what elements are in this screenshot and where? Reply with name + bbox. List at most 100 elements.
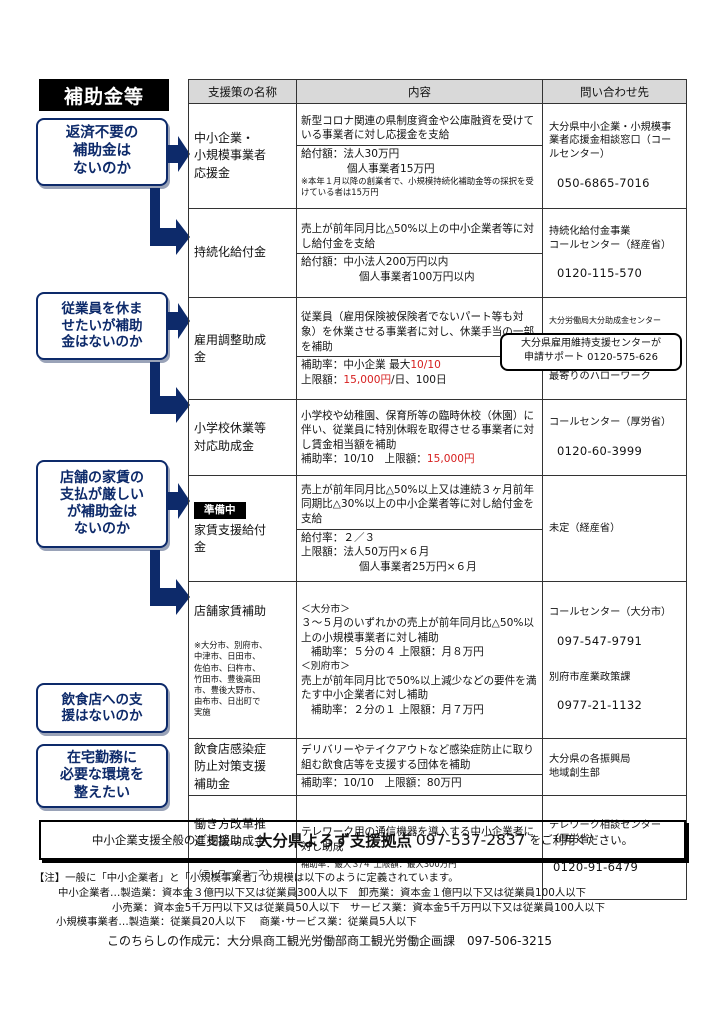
arrow-right-icon <box>168 136 190 172</box>
content-main: 売上が前年同月比△50%以上の中小企業者等に対し給付金を支給 <box>301 222 534 250</box>
note-line: 中小企業者…製造業：資本金３億円以下又は従業員300人以下 卸売業：資本金１億円… <box>58 886 587 899</box>
rate-line: 補助率：中小企業 最大10/10 <box>301 358 538 373</box>
content-rate: 補助率：中小企業 最大10/10 上限額：15,000円/日、100日 <box>297 356 542 387</box>
contact-phone: 0120-115-570 <box>557 266 643 281</box>
subsidy-name: 雇用調整助成 金 <box>188 297 297 401</box>
definition-notes: 【注】一般に「中小企業者」と「小規模事業者」の規模は以下のように定義されています… <box>34 871 694 930</box>
rate-line: 個人事業者100万円以内 <box>359 270 475 283</box>
limit-label: 上限額： <box>301 373 344 386</box>
content-rate: 給付額：中小法人200万円以内 個人事業者100万円以内 <box>297 253 542 284</box>
subsidy-name-text: 店舗家賃補助 <box>194 604 267 619</box>
arrow-bend-icon <box>150 362 190 423</box>
contact-org: 別府市産業政策課 <box>549 671 631 683</box>
content-main: 売上が前年同月比で50%以上減少などの要件を満たす中小企業者に対し補助 <box>301 674 537 702</box>
city-tag: ＜大分市＞ <box>301 603 350 615</box>
status-badge: 準備中 <box>194 501 246 519</box>
arrow-bend-icon <box>150 550 190 615</box>
content-main: デリバリーやテイクアウトなど感染症防止に取り組む飲食店等を支援する団体を補助 <box>301 744 534 771</box>
subsidy-name: 準備中 家賃支援給付 金 <box>188 475 297 583</box>
question-box-rent: 店舗の家賃の 支払が厳しい が補助金は ないのか <box>36 460 168 548</box>
subsidy-contact: 持続化給付金事業 コールセンター（経産省） 0120-115-570 <box>542 207 687 299</box>
subsidy-content: テレワーク用の通信機器を導入する中小企業者に対し助成 補助率：最大３/４ 上限額… <box>296 795 543 900</box>
subsidy-contact: テレワーク相談センター （厚労省） 0120-91-6479 <box>542 795 687 900</box>
contact-phone: 0977-21-1132 <box>557 698 643 713</box>
question-box-restaurant: 飲食店への支 援はないのか <box>36 683 168 733</box>
note-line: 【注】一般に「中小企業者」と「小規模事業者」の規模は以下のように定義されています… <box>34 872 459 884</box>
rate-line: 補助率：10/10 上限額：80万円 <box>297 774 542 791</box>
subsidy-contact: コールセンター（大分市） 097-547-9791 別府市産業政策課 0977-… <box>542 581 687 739</box>
table-row: 中小企業・ 小規模事業者 応援金 新型コロナ関連の県制度資金や公庫融資を受けてい… <box>188 103 687 209</box>
subsidy-name: 持続化給付金 <box>188 207 297 299</box>
content-main: 従業員（雇用保険被保険者でないパート等も対象）を休業させる事業者に対し、休業手当… <box>301 311 535 353</box>
contact-org: 大分県中小企業・小規模事業者応援金相談窓口（コールセンター） <box>549 121 672 161</box>
limit-line: 個人事業者25万円×６月 <box>359 560 477 573</box>
employment-support-callout: 大分県雇用維持支援センターが 申請サポート 0120-575-626 <box>500 333 682 371</box>
subsidy-content: 小学校や幼稚園、保育所等の臨時休校（休園）に伴い、従業員に特別休暇を取得させる事… <box>296 399 543 477</box>
note-line: 小売業：資本金5千万円以下又は従業員50人以下 サービス業：資本金5千万円以下又… <box>112 901 606 914</box>
content-main: テレワーク用の通信機器を導入する中小企業者に対し助成 <box>301 826 535 853</box>
contact-phone: 0120-91-6479 <box>553 860 639 875</box>
contact-org: コールセンター（大分市） <box>549 607 672 619</box>
contact-phone: 0120-60-3999 <box>557 443 643 458</box>
subsidy-name: 飲食店感染症 防止対策支援 補助金 <box>188 737 297 797</box>
note-line: 小規模事業者…製造業：従業員20人以下 商業･サービス業：従業員5人以下 <box>56 916 417 929</box>
subsidy-content: デリバリーやテイクアウトなど感染症防止に取り組む飲食店等を支援する団体を補助 補… <box>296 737 543 797</box>
content-main: ３～５月のいずれかの売上が前年同月比△50%以上の小規模事業者に対し補助 <box>301 617 534 644</box>
subsidy-course: （テレワークコース） <box>194 868 274 878</box>
rate-value: 10/10 <box>410 359 441 372</box>
question-box-employee-leave: 従業員を休ま せたいが補助 金はないのか <box>36 292 168 360</box>
subsidy-contact: 大分県中小企業・小規模事業者応援金相談窓口（コールセンター） 050-6865-… <box>542 103 687 209</box>
general-consultation-banner: 中小企業支援全般のご相談は… 大分県よろず支援拠点 097-537-2837 を… <box>39 820 686 860</box>
banner-suffix: をご利用ください。 <box>529 833 634 847</box>
header-content: 内容 <box>296 79 543 104</box>
page-title: 補助金等 <box>39 79 169 111</box>
content-note: ※本年１月以降の創業者で、小規模持続化補助金等の採択を受けている者は15万円 <box>301 176 534 198</box>
contact-sub: 最寄りのハローワーク <box>549 370 651 382</box>
content-main: 新型コロナ関連の県制度資金や公庫融資を受けている事業者に対し応援金を支給 <box>301 114 535 142</box>
subsidy-table: 支援策の名称 内容 問い合わせ先 中小企業・ 小規模事業者 応援金 新型コロナ関… <box>188 79 687 900</box>
subsidy-content: 売上が前年同月比△50%以上の中小企業者等に対し給付金を支給 給付額：中小法人2… <box>296 207 543 299</box>
question-box-no-repayment: 返済不要の 補助金は ないのか <box>36 118 168 186</box>
table-header-row: 支援策の名称 内容 問い合わせ先 <box>188 79 687 104</box>
table-row: 準備中 家賃支援給付 金 売上が前年同月比△50%以上又は連続３ヶ月前年同期比△… <box>188 475 687 583</box>
table-row: 小学校休業等 対応助成金 小学校や幼稚園、保育所等の臨時休校（休園）に伴い、従業… <box>188 399 687 477</box>
subsidy-name: 中小企業・ 小規模事業者 応援金 <box>188 103 297 209</box>
subsidy-name: 小学校休業等 対応助成金 <box>188 399 297 477</box>
rate-label: 補助率：中小企業 最大 <box>301 359 411 372</box>
limit-value: 15,000円 <box>343 373 392 386</box>
limit-line: 上限額：15,000円/日、100日 <box>301 373 538 388</box>
table-row: 飲食店感染症 防止対策支援 補助金 デリバリーやテイクアウトなど感染症防止に取り… <box>188 737 687 797</box>
city-list: ※大分市、別府市、 中津市、日田市、 佐伯市、臼杵市、 竹田市、豊後高田 市、豊… <box>194 640 268 718</box>
rate-line: 給付額：中小法人200万円以内 <box>301 256 449 269</box>
contact-phone: 050-6865-7016 <box>557 175 650 190</box>
subsidy-name-text: 家賃支援給付 金 <box>194 522 267 555</box>
header-name: 支援策の名称 <box>188 79 297 104</box>
arrow-right-icon <box>168 483 190 519</box>
content-main: 売上が前年同月比△50%以上又は連続３ヶ月前年同期比△30%以上の中小企業者等に… <box>301 483 534 525</box>
header-contact: 問い合わせ先 <box>542 79 687 104</box>
subsidy-content: 新型コロナ関連の県制度資金や公庫融資を受けている事業者に対し応援金を支給 給付額… <box>296 103 543 209</box>
subsidy-content: 売上が前年同月比△50%以上又は連続３ヶ月前年同期比△30%以上の中小企業者等に… <box>296 475 543 583</box>
limit-unit: /日、100日 <box>391 373 447 386</box>
arrow-right-icon <box>168 303 190 339</box>
contact-org: コールセンター（厚労省） <box>549 417 672 429</box>
flyer-publisher: このちらしの作成元：大分県商工観光労働部商工観光労働企画課 097-506-32… <box>107 934 553 948</box>
banner-prefix: 中小企業支援全般のご相談は… <box>91 833 253 847</box>
rate-label: 補助率：10/10 上限額： <box>301 453 427 466</box>
rate-line: 給付額：法人30万円 <box>301 148 400 161</box>
content-rate: 給付額：法人30万円 個人事業者15万円 ※本年１月以降の創業者で、小規模持続化… <box>297 145 542 198</box>
limit-value: 15,000円 <box>426 453 475 466</box>
banner-org-name: 大分県よろず支援拠点 <box>256 832 412 850</box>
subsidy-contact: 未定（経産省） <box>542 475 687 583</box>
content-main: 小学校や幼稚園、保育所等の臨時休校（休園）に伴い、従業員に特別休暇を取得させる事… <box>301 409 535 451</box>
banner-phone: 097-537-2837 <box>415 831 526 849</box>
city-tag: ＜別府市＞ <box>301 661 350 672</box>
rate-line: 補助率：最大３/４ 上限額：最大300万円 <box>301 858 457 869</box>
contact-org: 大分労働局大分助成金センター <box>549 316 661 326</box>
subsidy-name: 店舗家賃補助 ※大分市、別府市、 中津市、日田市、 佐伯市、臼杵市、 竹田市、豊… <box>188 581 297 739</box>
rate-line: 補助率：５分の４ 上限額：月８万円 <box>311 646 484 659</box>
limit-line: 上限額：法人50万円×６月 <box>301 546 430 559</box>
arrow-bend-icon <box>150 188 190 255</box>
contact-org: テレワーク相談センター （厚労省） <box>549 819 662 845</box>
